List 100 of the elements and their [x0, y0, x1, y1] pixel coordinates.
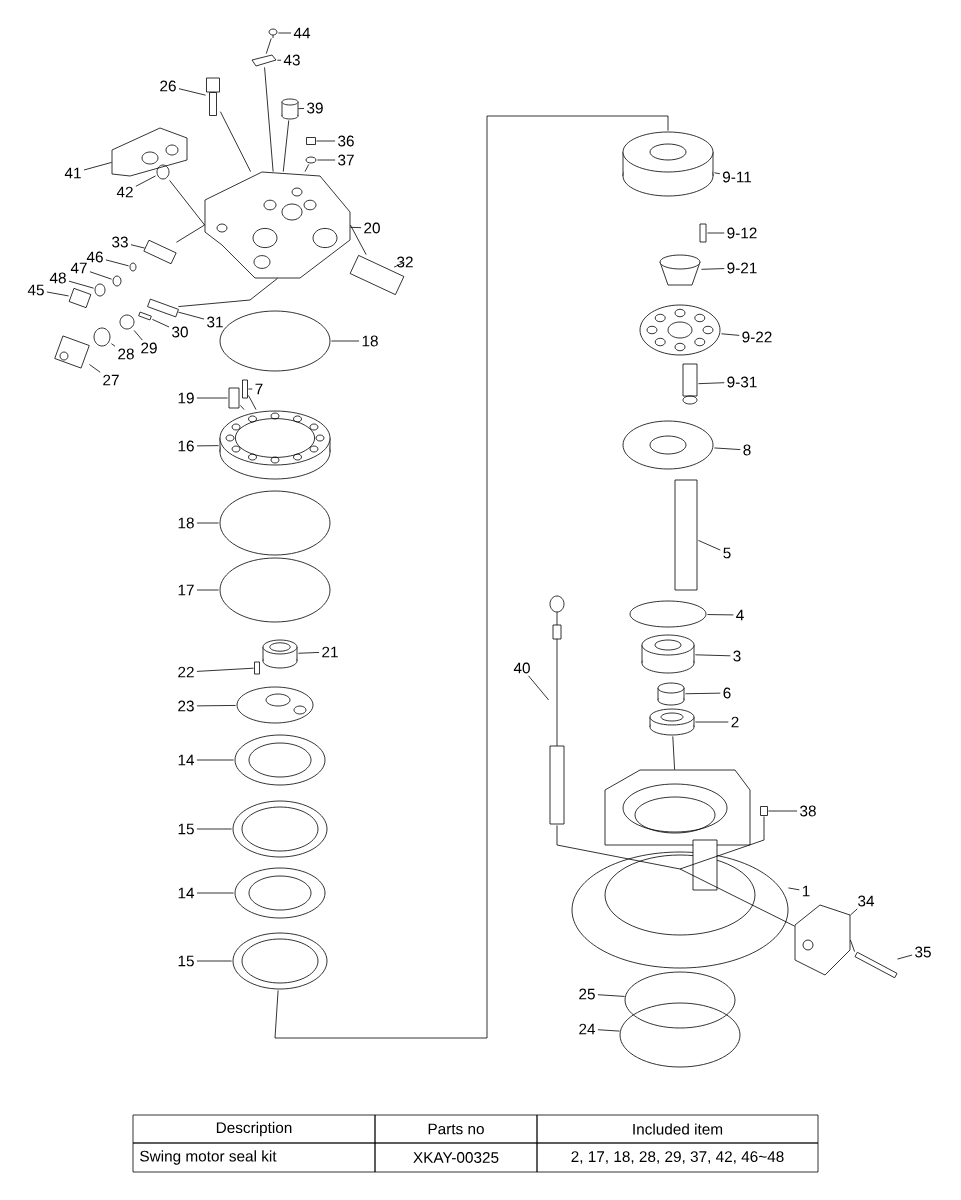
callout-number: 1 [802, 885, 810, 897]
table-cell: 2, 17, 18, 28, 29, 37, 42, 46~48 [536, 1142, 819, 1173]
table-header-cell: Included item [536, 1114, 819, 1144]
leader-line [196, 522, 219, 524]
part-drawing [68, 287, 92, 309]
leader-line [89, 271, 112, 280]
part-drawing [251, 54, 277, 67]
callout-number: 9-21 [727, 262, 757, 274]
table-cell: XKAY-00325 [374, 1142, 538, 1173]
part-drawing [206, 77, 220, 116]
callout-number: 45 [27, 284, 44, 296]
callout-number: 29 [141, 342, 157, 354]
part-drawing [306, 137, 316, 145]
leader-line [105, 259, 129, 267]
part-drawing [794, 904, 851, 976]
alignment-line [282, 120, 290, 172]
callout-number: 4 [736, 609, 744, 621]
callout-number: 15 [178, 823, 194, 835]
part-drawing [281, 98, 299, 120]
leader-line [698, 540, 721, 551]
part-drawing [219, 490, 331, 556]
part-drawing [236, 686, 314, 724]
table-cell: Swing motor seal kit [132, 1142, 376, 1173]
callout-number: 16 [178, 440, 194, 452]
part-drawing [674, 479, 698, 591]
leader-line [695, 654, 731, 657]
callout-number: 30 [172, 326, 188, 338]
part-drawing [649, 708, 695, 736]
leader-line [178, 311, 205, 320]
alignment-line [556, 825, 681, 870]
leader-line [393, 261, 405, 268]
leader-line [721, 333, 740, 336]
part-drawing [699, 223, 707, 243]
callout-number: 31 [207, 316, 223, 328]
part-drawing [119, 314, 135, 330]
leader-line [695, 721, 729, 723]
leader-line [83, 162, 112, 171]
leader-line [196, 667, 254, 672]
callout-number: 7 [255, 383, 263, 395]
table-header-cell: Description [132, 1114, 376, 1144]
alignment-line [169, 180, 205, 226]
part-drawing [204, 171, 351, 279]
leader-line [196, 892, 234, 894]
leader-line [248, 388, 253, 390]
part-drawing [760, 806, 768, 816]
callout-number: 21 [322, 646, 338, 658]
part-drawing [622, 131, 714, 197]
callout-number: 20 [364, 222, 380, 234]
callout-number: 34 [858, 895, 875, 907]
alignment-line [265, 38, 272, 54]
part-drawing [93, 327, 111, 347]
callout-number: 46 [86, 251, 103, 263]
part-drawing [219, 410, 331, 480]
part-drawing [641, 634, 695, 674]
part-drawing [305, 156, 317, 164]
callout-number: 25 [579, 988, 595, 1000]
leader-line [196, 960, 232, 962]
callout-number: 36 [338, 135, 354, 147]
callout-number: 2 [731, 716, 739, 728]
callout-number: 32 [397, 256, 413, 268]
leader-line [196, 589, 219, 591]
alignment-line [679, 816, 765, 870]
callout-number: 3 [733, 650, 741, 662]
leader-line [277, 59, 282, 61]
alignment-line [850, 939, 855, 952]
callout-number: 24 [579, 1023, 596, 1035]
callout-number: 35 [915, 946, 931, 958]
leader-line [196, 705, 236, 707]
part-drawing [262, 639, 298, 669]
leader-line [111, 343, 116, 347]
part-drawing [659, 254, 701, 286]
callout-number: 48 [49, 272, 66, 284]
leader-line [768, 810, 798, 812]
part-drawing [639, 304, 721, 356]
part-drawing [254, 661, 260, 675]
part-drawing [549, 595, 565, 825]
leader-line [135, 175, 156, 187]
leader-line [298, 108, 305, 110]
part-drawing [143, 239, 177, 265]
part-drawing [129, 262, 137, 272]
leader-line [316, 140, 336, 142]
callout-number: 6 [723, 687, 731, 699]
part-drawing [138, 311, 152, 321]
part-drawing [624, 971, 736, 1029]
alignment-line [178, 278, 278, 307]
leader-line [707, 614, 734, 616]
alignment-line [304, 164, 310, 172]
part-drawing [156, 164, 170, 180]
callout-number: 38 [800, 805, 816, 817]
part-drawing [657, 682, 685, 706]
leader-line [897, 954, 913, 960]
callout-number: 9-11 [722, 171, 752, 183]
callout-number: 47 [70, 262, 87, 274]
alignment-line [240, 404, 245, 410]
callout-number: 19 [178, 392, 194, 404]
part-drawing [268, 28, 278, 39]
callout-number: 5 [723, 547, 731, 559]
part-drawing [234, 734, 326, 786]
callout-number: 14 [178, 887, 195, 899]
callout-number: 33 [112, 236, 128, 248]
